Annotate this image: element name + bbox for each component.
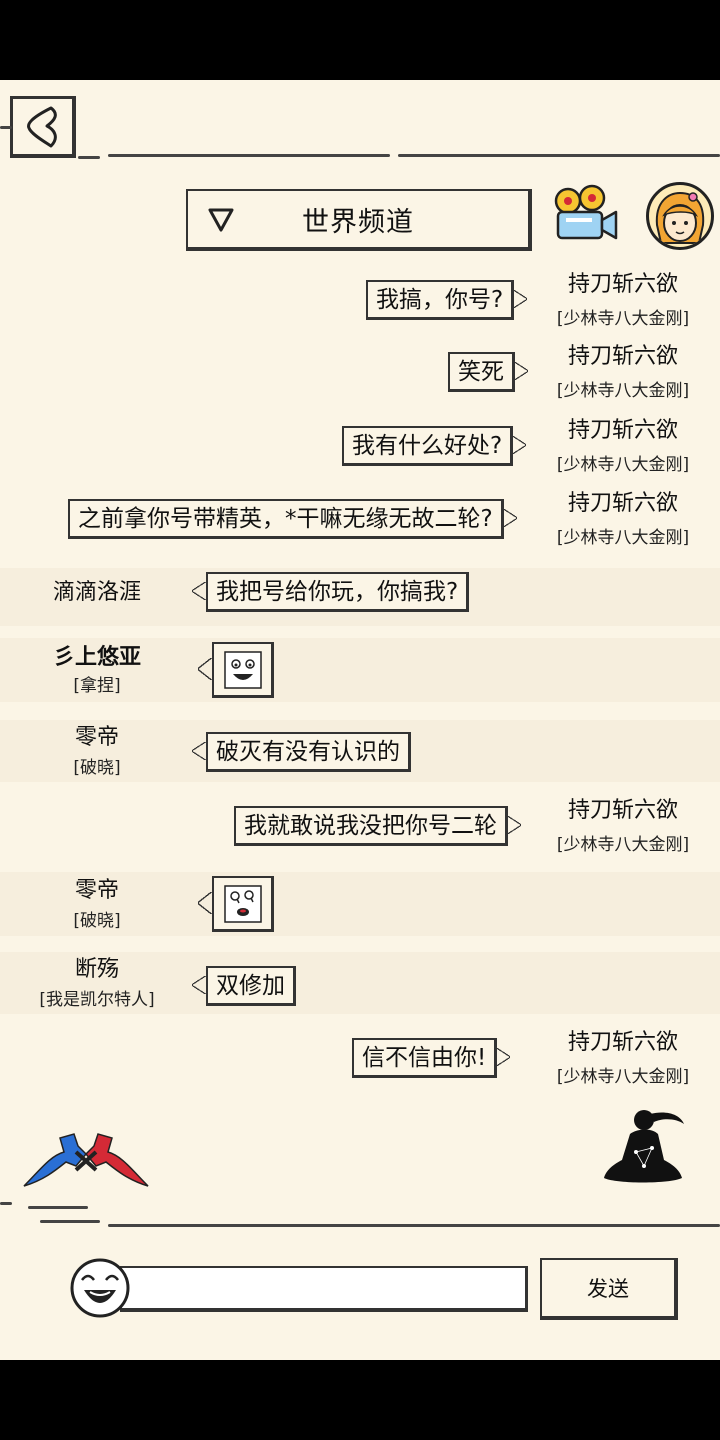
message-text: 信不信由你! (362, 1045, 487, 1071)
sender-info[interactable]: 断殇 [我是凯尔特人] (22, 957, 172, 1013)
message-text: 笑死 (458, 359, 504, 385)
sender-info[interactable]: 持刀斩六欲 [少林寺八大金刚] (548, 344, 698, 404)
message-text: 我搞，你号? (376, 287, 504, 313)
send-button-label: 发送 (587, 1277, 629, 1301)
message-text: 双修加 (216, 973, 285, 999)
sender-name: 零帝 (74, 725, 119, 750)
divider-line (0, 126, 12, 129)
sender-info[interactable]: 彡上悠亚 [拿捏] (22, 645, 172, 699)
sender-name: 持刀斩六欲 (567, 798, 678, 823)
divider-line (40, 1220, 100, 1223)
message-text: 我就敢说我没把你号二轮 (244, 813, 497, 839)
message-bubble[interactable]: 破灭有没有认识的 (192, 732, 411, 772)
sender-info[interactable]: 持刀斩六欲 [少林寺八大金刚] (548, 798, 698, 858)
chat-screen: 世界频道 我搞，你号? 持刀斩六欲 [少林寺八大金刚] 笑死 (0, 80, 720, 1360)
sender-name: 持刀斩六欲 (567, 344, 678, 369)
sender-name: 持刀斩六欲 (567, 418, 678, 443)
message-bubble[interactable]: 信不信由你! (352, 1038, 511, 1078)
divider-line (108, 154, 390, 157)
divider-line (108, 1224, 720, 1227)
sender-info[interactable]: 零帝 [破晓] (22, 725, 172, 781)
versus-mode-icon[interactable] (20, 1126, 152, 1192)
sender-name: 持刀斩六欲 (567, 491, 678, 516)
message-bubble[interactable]: 我有什么好处? (342, 426, 527, 466)
row-highlight (0, 952, 720, 1014)
video-camera-icon[interactable] (552, 184, 620, 246)
sender-group: [少林寺八大金刚] (556, 1067, 690, 1087)
sender-name: 彡上悠亚 (52, 645, 141, 670)
sender-info[interactable]: 持刀斩六欲 [少林寺八大金刚] (548, 1030, 698, 1090)
sender-group: [破晓] (73, 911, 121, 931)
sticker-message[interactable] (198, 642, 274, 698)
message-text: 我有什么好处? (352, 433, 503, 459)
message-bubble[interactable]: 双修加 (192, 966, 296, 1006)
sender-name: 持刀斩六欲 (567, 1030, 678, 1055)
channel-selector[interactable]: 世界频道 (186, 189, 532, 251)
sender-name: 滴滴洛涯 (52, 580, 141, 605)
message-bubble[interactable]: 我搞，你号? (366, 280, 528, 320)
sender-name: 持刀斩六欲 (567, 272, 678, 297)
message-text: 之前拿你号带精英，*干嘛无缘无故二轮? (78, 506, 493, 532)
message-bubble[interactable]: 之前拿你号带精英，*干嘛无缘无故二轮? (68, 499, 517, 539)
girl-avatar-icon (655, 191, 705, 244)
row-highlight (0, 872, 720, 936)
sender-group: [少林寺八大金刚] (556, 835, 690, 855)
divider-line (28, 1206, 88, 1209)
message-text: 我把号给你玩，你搞我? (216, 579, 459, 605)
sender-info[interactable]: 持刀斩六欲 [少林寺八大金刚] (548, 491, 698, 551)
message-bubble[interactable]: 笑死 (448, 352, 528, 392)
user-avatar[interactable] (646, 182, 714, 250)
meditation-figure-icon[interactable] (600, 1104, 686, 1190)
sender-group: [我是凯尔特人] (39, 990, 155, 1010)
sender-name: 零帝 (74, 878, 119, 903)
sticker-message[interactable] (198, 876, 274, 932)
sender-info[interactable]: 零帝 [破晓] (22, 878, 172, 934)
laughing-face-icon (70, 1258, 130, 1318)
channel-title: 世界频道 (302, 206, 414, 238)
back-arrow-icon (26, 106, 57, 147)
sender-group: [拿捏] (73, 676, 121, 696)
sender-group: [少林寺八大金刚] (556, 309, 690, 329)
message-input[interactable] (120, 1266, 528, 1312)
sender-info[interactable]: 持刀斩六欲 [少林寺八大金刚] (548, 418, 698, 478)
laughing-face-sticker-icon (223, 650, 262, 689)
back-button[interactable] (10, 96, 76, 158)
divider-line (0, 1202, 12, 1205)
sender-group: [少林寺八大金刚] (556, 381, 690, 401)
row-highlight (0, 638, 720, 702)
sender-info[interactable]: 持刀斩六欲 [少林寺八大金刚] (548, 272, 698, 332)
send-button[interactable]: 发送 (540, 1258, 678, 1320)
message-bubble[interactable]: 我把号给你玩，你搞我? (191, 572, 470, 612)
emoji-button[interactable] (70, 1258, 130, 1318)
shocked-face-sticker-icon (223, 884, 262, 923)
divider-line (398, 154, 720, 157)
sender-info[interactable]: 滴滴洛涯 (22, 580, 172, 606)
divider-line (78, 156, 100, 159)
sender-group: [少林寺八大金刚] (556, 455, 690, 475)
sender-name: 断殇 (74, 957, 119, 982)
triangle-down-icon (208, 208, 234, 232)
message-text: 破灭有没有认识的 (216, 739, 400, 765)
message-bubble[interactable]: 我就敢说我没把你号二轮 (234, 806, 521, 846)
sender-group: [破晓] (73, 758, 121, 778)
sender-group: [少林寺八大金刚] (556, 528, 690, 548)
